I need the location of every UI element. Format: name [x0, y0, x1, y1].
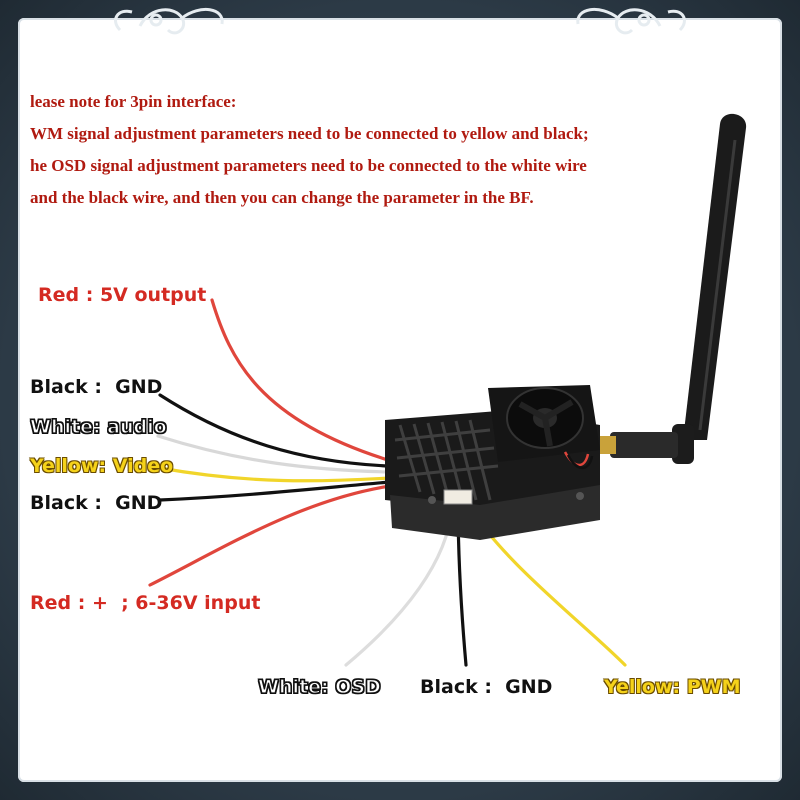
- label-black-gnd-3: Black : GND: [420, 676, 553, 698]
- label-yellow-pwm: Yellow: PWM: [604, 676, 741, 698]
- label-red-5v-output: Red : 5V output: [38, 284, 207, 306]
- wire-black-gnd-2: [158, 480, 392, 502]
- label-red-input: Red : + ; 6-36V input: [30, 592, 261, 614]
- note-line-4: and the black wire, and then you can cha…: [30, 188, 534, 207]
- wire-white-audio: [156, 434, 390, 474]
- wire-red-5v: [210, 298, 390, 462]
- note-line-1: lease note for 3pin interface:: [30, 92, 237, 111]
- label-black-gnd-2: Black : GND: [30, 492, 163, 514]
- ornament-right: [576, 7, 686, 35]
- ornament-left: [114, 7, 224, 35]
- note-line-2: WM signal adjustment parameters need to …: [30, 124, 589, 143]
- antenna: [596, 113, 747, 464]
- label-black-gnd-1: Black : GND: [30, 376, 163, 398]
- cooling-fan: [488, 385, 600, 462]
- vtx-module: [385, 385, 600, 540]
- label-white-osd: White: OSD: [257, 675, 381, 698]
- label-yellow-video: Yellow: Video: [30, 455, 174, 477]
- wires-left: [148, 298, 392, 587]
- wire-black-gnd-1: [158, 393, 390, 468]
- wire-yellow-video: [158, 466, 392, 483]
- label-white-audio: White: audio: [29, 415, 167, 438]
- content-panel: [18, 18, 782, 782]
- wire-red-input: [148, 484, 392, 587]
- note-line-3: he OSD signal adjustment parameters need…: [30, 156, 587, 175]
